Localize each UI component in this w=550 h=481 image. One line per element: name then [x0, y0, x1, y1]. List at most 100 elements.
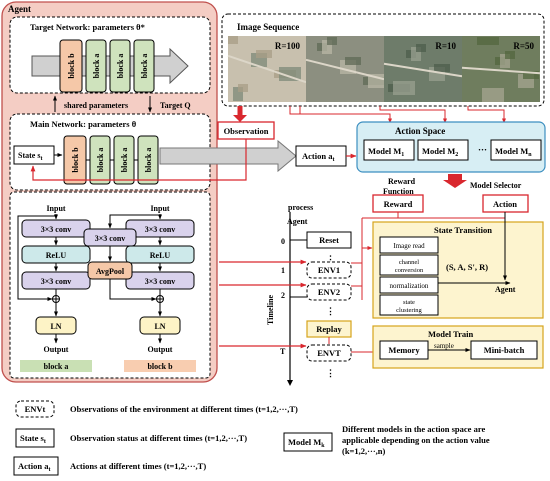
target-network-title: Target Network: parameters θ*	[30, 22, 145, 32]
model-m2	[417, 139, 469, 161]
main-block-a-1-label: block a	[96, 148, 105, 173]
step-image-read-label: Image read	[393, 242, 425, 250]
img-to-m1	[289, 106, 392, 124]
step-channel-label-2: conversion	[395, 267, 424, 274]
tick-t: T	[280, 347, 286, 356]
legend-state-text: Observation status at different times (t…	[70, 433, 247, 443]
image-tiles: R=100 R=10 R=50	[227, 36, 541, 102]
step-normalization	[379, 276, 439, 294]
timeline-label: Timeline	[266, 295, 275, 326]
main-to-action-arrow	[159, 139, 297, 173]
block-a-skip	[17, 215, 56, 301]
block-a-caption	[20, 360, 92, 372]
transition-agent-label: Agent	[495, 285, 516, 294]
step-state-clustering	[379, 294, 439, 316]
image-tile-1	[227, 36, 307, 102]
reward-function-label-1: Reward	[388, 177, 416, 186]
image-tile-3-label: R=10	[435, 41, 456, 51]
observation-to-state	[30, 139, 247, 181]
target-block-a-1	[85, 39, 107, 93]
main-block-a-3-label: block a	[144, 148, 153, 173]
reset-node	[306, 231, 352, 249]
image-tile-1-label: R=100	[275, 41, 301, 51]
image-tile-4	[461, 36, 541, 102]
target-block-b	[59, 39, 83, 93]
action-label: Action at	[302, 151, 334, 163]
env1-node	[306, 261, 352, 279]
observation-label: Observation	[224, 126, 269, 136]
replay-label: Replay	[316, 324, 342, 334]
shared-parameters-label: shared parameters	[64, 101, 128, 110]
env2-label: ENV2	[318, 287, 340, 297]
img-down-arrow-head	[233, 115, 247, 122]
block-b-output: Output	[148, 345, 173, 354]
legend-model-box	[283, 432, 333, 452]
step-clustering-label-2: clustering	[396, 307, 422, 314]
model-mn	[490, 139, 542, 161]
memory-label: Memory	[388, 345, 420, 355]
agent-title: Agent	[8, 4, 31, 14]
img-to-m2	[379, 106, 447, 124]
model-m2-label: Model M2	[422, 146, 458, 158]
image-tile-4-label: R=50	[513, 41, 534, 51]
legend-model-text-1: Different models in the action space are	[342, 424, 485, 434]
legend-model-text-2: applicable depending on the action value	[342, 435, 490, 445]
timeline-agent-label: Agent	[287, 217, 308, 226]
block-a-output: Output	[44, 345, 69, 354]
reward-label: Reward	[384, 199, 413, 209]
action-output-label: Action	[493, 199, 517, 209]
step-channel-conversion	[379, 254, 439, 276]
block-a-input: Input	[46, 204, 65, 213]
legend: ENVt Observations of the environment at …	[13, 400, 490, 476]
minibatch-node	[470, 340, 538, 360]
state-label: State st	[18, 151, 42, 162]
main-block-b-label: block b	[71, 147, 80, 173]
block-a-relu-label: ReLU	[46, 251, 67, 260]
main-block-a-2-label: block a	[120, 148, 129, 173]
img-to-mn	[467, 106, 506, 124]
main-network-title: Main Network: parameters θ	[30, 119, 137, 129]
timeline-arrowhead	[287, 380, 293, 386]
minibatch-label: Mini-batch	[484, 345, 525, 355]
tick-1: 1	[281, 266, 285, 275]
transition-tuple: (S, A, S', R)	[446, 262, 488, 272]
target-block-a-3	[133, 39, 155, 93]
legend-envt-box	[15, 400, 55, 418]
reward-function-label-2: Function	[383, 187, 414, 196]
env1-label: ENV1	[318, 265, 340, 275]
target-block-a-1-label: block a	[92, 54, 101, 79]
block-b-conv-2-label: 3×3 conv	[145, 277, 176, 286]
sample-label: sample	[434, 342, 454, 350]
agent-panel: Agent Target Network: parameters θ* bloc…	[1, 1, 297, 383]
legend-model-label: Model Mk	[288, 437, 325, 449]
model-mn-label: Model Mn	[495, 146, 532, 158]
dots-3: ⋮	[326, 368, 335, 378]
block-a-conv-1-label: 3×3 conv	[41, 225, 72, 234]
block-b-caption-label: block b	[147, 362, 173, 371]
legend-model-text-3: (k=1,2,···,n)	[342, 446, 386, 456]
block-b-conv-1-label: 3×3 conv	[145, 225, 176, 234]
block-a-ln-label: LN	[50, 322, 61, 331]
tick-0: 0	[281, 237, 285, 246]
block-b-branch	[108, 214, 160, 229]
block-a-caption-label: block a	[44, 362, 69, 371]
legend-action-text: Actions at different times (t=1,2,···,T)	[70, 461, 206, 471]
target-block-a-3-label: block a	[140, 54, 149, 79]
envt-node	[306, 344, 352, 362]
block-b-side-merge	[109, 279, 157, 301]
legend-action-label: Action at	[18, 461, 50, 473]
block-b-side-conv-label: 3×3 conv	[95, 234, 126, 243]
step-clustering-label-1: state	[403, 299, 415, 306]
legend-envt-box-label: ENVt	[25, 404, 46, 414]
block-b-ln-label: LN	[154, 322, 165, 331]
block-b-input: Input	[150, 204, 169, 213]
target-q-label: Target Q	[160, 101, 191, 110]
legend-state-label: State st	[20, 433, 46, 445]
legend-state-box	[15, 428, 55, 448]
legend-action-box	[13, 456, 59, 476]
target-block-a-2	[109, 39, 131, 93]
legend-envt-text: Observations of the environment at diffe…	[70, 404, 298, 414]
target-block-b-label: block b	[67, 53, 76, 79]
